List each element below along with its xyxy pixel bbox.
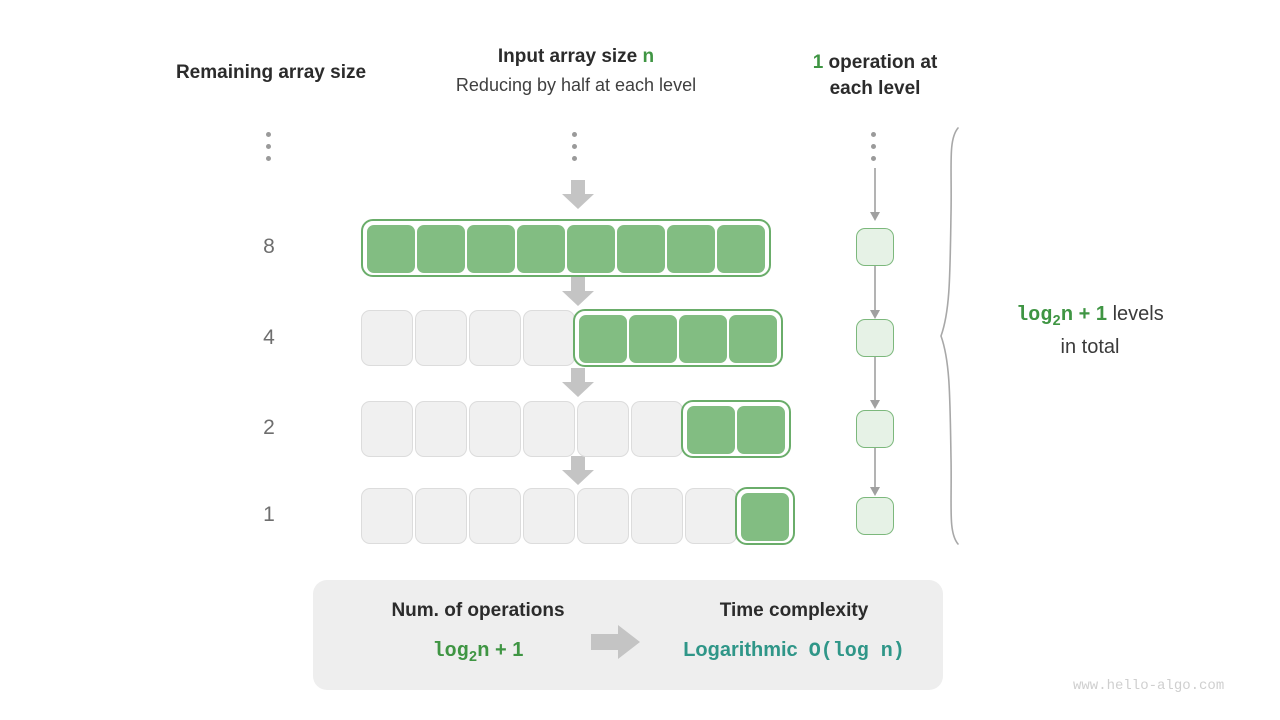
array-cell-empty[interactable] (685, 488, 737, 544)
summary-operations-column: Num. of operations log2n + 1 (333, 600, 623, 666)
array-cell-empty[interactable] (469, 401, 521, 457)
array-cell-empty[interactable] (523, 488, 575, 544)
array-cell-empty[interactable] (415, 401, 467, 457)
ellipsis-middle-icon (572, 132, 577, 161)
array-cell[interactable] (729, 315, 777, 363)
header-right-count: 1 (812, 52, 824, 73)
operation-box-level-0[interactable] (856, 228, 894, 266)
array-cell-empty[interactable] (631, 488, 683, 544)
summary-log-token: log (432, 640, 469, 663)
header-remaining-array-size: Remaining array size (156, 62, 386, 84)
summary-operations-value: log2n + 1 (333, 639, 623, 666)
operation-box-level-3[interactable] (856, 497, 894, 535)
summary-right-arrow-icon (591, 624, 641, 660)
array-cell[interactable] (567, 225, 615, 273)
brace-caption-suffix: levels (1107, 303, 1164, 325)
summary-operations-title: Num. of operations (391, 600, 565, 621)
array-cell-empty[interactable] (469, 310, 521, 366)
size-label-level-0: 8 (263, 235, 275, 258)
highlight-frame-level-1 (573, 309, 783, 367)
array-cell[interactable] (679, 315, 727, 363)
operation-box-level-1[interactable] (856, 319, 894, 357)
summary-complexity-word: Logarithmic (683, 639, 798, 661)
array-cell-empty[interactable] (415, 310, 467, 366)
size-label-level-2: 2 (263, 416, 275, 439)
down-arrow-into-level-0 (561, 180, 595, 210)
header-middle-variable: n (642, 46, 655, 67)
array-cell[interactable] (741, 493, 789, 541)
header-middle-line2: Reducing by half at each level (455, 75, 697, 95)
size-label-level-3: 1 (263, 503, 275, 526)
header-middle-prefix: Input array size (497, 46, 643, 67)
array-cell-empty[interactable] (469, 488, 521, 544)
ellipsis-right-icon (871, 132, 876, 161)
array-cell[interactable] (467, 225, 515, 273)
array-cell[interactable] (367, 225, 415, 273)
array-cell[interactable] (517, 225, 565, 273)
header-right-rest: operation at (823, 52, 938, 73)
array-cell[interactable] (417, 225, 465, 273)
array-cell-empty[interactable] (361, 401, 413, 457)
array-row-level-2 (361, 400, 791, 458)
op-connector-arrow-0 (867, 168, 883, 222)
array-cell[interactable] (737, 406, 785, 454)
brace-caption-line2: in total (1060, 335, 1120, 358)
summary-complexity-value: Logarithmic O(log n) (663, 639, 925, 663)
summary-complexity-column: Time complexity Logarithmic O(log n) (663, 600, 925, 663)
header-left-text: Remaining array size (175, 62, 367, 83)
brace-formula-rest: n + 1 (1060, 303, 1108, 325)
array-cell-empty[interactable] (523, 310, 575, 366)
array-cell-empty[interactable] (577, 488, 629, 544)
size-label-level-1: 4 (263, 326, 275, 349)
ellipsis-left-icon (266, 132, 271, 161)
op-connector-arrow-3 (867, 448, 883, 497)
array-cell-empty[interactable] (577, 401, 629, 457)
summary-complexity-title: Time complexity (719, 600, 869, 621)
down-arrow-into-level-1 (561, 277, 595, 307)
op-connector-arrow-1 (867, 266, 883, 320)
array-cell[interactable] (629, 315, 677, 363)
down-arrow-into-level-3 (561, 456, 595, 486)
array-row-level-1 (361, 309, 783, 367)
array-cell[interactable] (617, 225, 665, 273)
watermark: www.hello-algo.com (1073, 678, 1225, 694)
down-arrow-into-level-2 (561, 368, 595, 398)
brace-caption: log2n + 1 levels in total (960, 300, 1220, 362)
array-cell[interactable] (579, 315, 627, 363)
operation-box-level-2[interactable] (856, 410, 894, 448)
array-cell-empty[interactable] (523, 401, 575, 457)
header-input-array-size: Input array size n Reducing by half at e… (420, 46, 732, 96)
array-cell[interactable] (667, 225, 715, 273)
summary-log-base: 2 (468, 650, 478, 666)
levels-brace (938, 126, 964, 546)
array-cell[interactable] (717, 225, 765, 273)
brace-log-token: log (1016, 304, 1053, 327)
highlight-frame-level-0 (361, 219, 771, 277)
highlight-frame-level-3 (735, 487, 795, 545)
summary-complexity-notation: O(log n) (808, 640, 905, 663)
highlight-frame-level-2 (681, 400, 791, 458)
header-middle-line1: Input array size n (420, 46, 732, 68)
array-cell-empty[interactable] (361, 488, 413, 544)
brace-caption-line1: log2n + 1 levels (960, 300, 1220, 333)
array-cell-empty[interactable] (361, 310, 413, 366)
array-cell-empty[interactable] (631, 401, 683, 457)
op-connector-arrow-2 (867, 357, 883, 410)
summary-formula-rest: n + 1 (477, 639, 524, 661)
header-one-operation: 1 operation at each level (785, 50, 965, 101)
array-cell[interactable] (687, 406, 735, 454)
brace-log-base: 2 (1052, 314, 1061, 330)
header-right-line2: each level (829, 77, 921, 99)
array-row-level-3 (361, 487, 795, 545)
array-cell-empty[interactable] (415, 488, 467, 544)
